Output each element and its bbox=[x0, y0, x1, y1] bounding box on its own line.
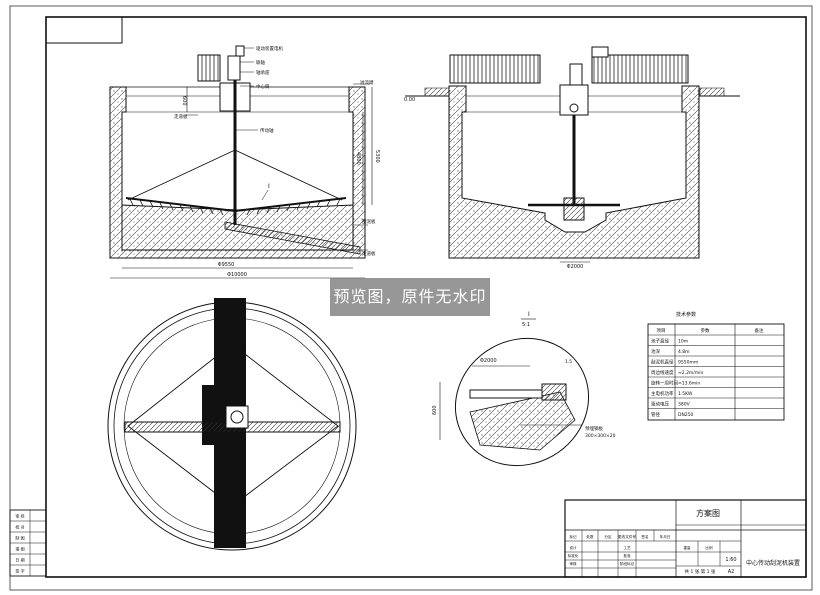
tech-param-value: 10m bbox=[678, 339, 688, 345]
revision-row-label: 描 图 bbox=[15, 546, 24, 552]
tech-param-name: 刮泥机直径 bbox=[651, 359, 674, 366]
sheet-border-outer bbox=[9, 5, 813, 591]
dim-top: 600 bbox=[181, 96, 187, 106]
label-bearing-seat: 轴承座 bbox=[256, 69, 270, 76]
label-scraper: 刮泥板 bbox=[362, 218, 376, 225]
tech-param-value: ≈13.6min bbox=[678, 381, 700, 387]
title-block-label: 重量 bbox=[683, 545, 691, 550]
scale-value: 1:60 bbox=[725, 557, 736, 563]
dim-depth: 4800 bbox=[355, 152, 361, 165]
title-block-label: 年月日 bbox=[660, 534, 671, 539]
tech-header-value: 参数 bbox=[701, 327, 710, 334]
dim-level: 0.00 bbox=[404, 97, 415, 103]
title-block-label: 阶段标记 bbox=[620, 561, 635, 566]
title-block-label: 标记 bbox=[569, 534, 577, 539]
tech-param-value: 9550mm bbox=[678, 360, 698, 366]
label-walkway: 走道板 bbox=[174, 113, 188, 120]
detail-dim-height: 600 bbox=[432, 405, 438, 415]
revision-row-label: 审 核 bbox=[15, 513, 24, 519]
tech-param-value: 1.5KW bbox=[678, 391, 693, 397]
tech-param-name: 驱动电压 bbox=[651, 401, 669, 408]
watermark: 预览图，原件无水印 bbox=[330, 278, 490, 316]
title-block-label: 标准化 bbox=[568, 553, 579, 558]
tech-param-value: 4.8m bbox=[678, 349, 690, 355]
title-block bbox=[564, 499, 807, 578]
detail-scale: 5:1 bbox=[522, 322, 530, 328]
dim-pit: Φ2000 bbox=[567, 264, 584, 270]
title-block-small-labels: 标记 处数 分区 更改文件号签名 年月日设计标准化审核 工艺批准阶段标记 重量 比例 bbox=[568, 534, 713, 566]
sheet-border-inner bbox=[45, 16, 807, 578]
dim-height: 5300 bbox=[374, 150, 380, 163]
sheet-size: A2 bbox=[728, 569, 735, 575]
label-sludge: 走道板 bbox=[362, 250, 376, 257]
detail-base-dim: 300×300×20 bbox=[585, 433, 616, 439]
tech-param-name: 管径 bbox=[651, 411, 660, 418]
title-block-label: 审核 bbox=[569, 561, 577, 566]
dim-diameter-outer: Φ10000 bbox=[227, 272, 247, 278]
tech-param-name: 池子直径 bbox=[651, 338, 669, 345]
tech-param-name: 主电机功率 bbox=[651, 390, 674, 397]
label-coupling: 联轴 bbox=[256, 59, 265, 66]
revision-row-label: 制 图 bbox=[15, 535, 24, 541]
product-name: 中心传动刮泥机装置 bbox=[746, 559, 800, 567]
revision-row-label: 日 期 bbox=[15, 557, 24, 563]
title-block-label: 设计 bbox=[569, 545, 577, 550]
sheet-count: 共 1 张 第 1 张 bbox=[685, 568, 716, 575]
label-drive-shaft: 传动轴 bbox=[260, 127, 274, 134]
tech-param-name: 周边线速度 bbox=[651, 369, 674, 376]
code-box bbox=[45, 16, 123, 44]
section-view-left bbox=[109, 45, 373, 279]
revision-block: 审 核校 对制 图描 图日 期签 字 bbox=[9, 509, 47, 577]
dim-diameter-inner: Φ9550 bbox=[218, 262, 235, 268]
section-view-right bbox=[405, 46, 740, 263]
tech-param-value: ≈2.2m/min bbox=[678, 370, 703, 376]
tech-param-value: DN250 bbox=[678, 412, 694, 418]
label-motor-reducer: 驱动装置电机 bbox=[256, 45, 283, 52]
detail-I: I 5:1 bbox=[439, 311, 590, 467]
title-block-label: 分区 bbox=[604, 534, 612, 539]
title-block-label: 工艺 bbox=[623, 545, 631, 550]
tech-params-table: 技术参数 池子直径 10m 池深 4.8m 刮泥机直径 9550mm 周边线速度 ≈2.2m/… bbox=[647, 311, 785, 421]
revision-row-label: 签 字 bbox=[15, 568, 24, 574]
tech-param-name: 池深 bbox=[651, 348, 660, 355]
tech-header-note: 备注 bbox=[755, 327, 764, 334]
title-block-label: 比例 bbox=[705, 545, 713, 550]
drawing-title: 方案图 bbox=[696, 508, 720, 518]
detail-mark-I: I bbox=[268, 183, 270, 190]
plan-view bbox=[107, 298, 357, 551]
title-block-label: 处数 bbox=[586, 534, 594, 539]
tech-param-value: 380V bbox=[678, 402, 691, 408]
revision-row-label: 校 对 bbox=[15, 524, 24, 530]
label-center-pipe: 中心筒 bbox=[256, 83, 270, 90]
title-block-label: 更改文件号 bbox=[618, 534, 636, 539]
title-block-label: 签名 bbox=[641, 534, 649, 539]
tech-param-name: 旋转一周时间 bbox=[651, 380, 678, 387]
detail-title: I bbox=[528, 311, 530, 318]
detail-dim-width: Φ2000 bbox=[480, 358, 497, 364]
title-block-label: 批准 bbox=[623, 553, 631, 558]
label-overflow-weir: 溢流堰 bbox=[360, 79, 374, 86]
tech-header-item: 项目 bbox=[657, 328, 666, 334]
detail-note: 1.5 bbox=[565, 359, 572, 365]
tech-params-title: 技术参数 bbox=[676, 311, 696, 318]
detail-base-plate-label: 预埋钢板 bbox=[585, 425, 603, 432]
